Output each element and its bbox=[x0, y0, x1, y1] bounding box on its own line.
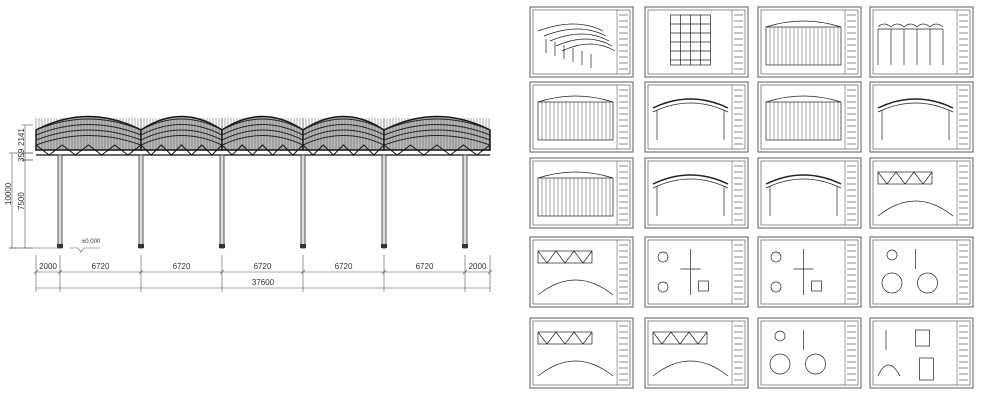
drawing-sheet-1-isometric[interactable] bbox=[529, 6, 634, 78]
roof-arch-2 bbox=[140, 115, 223, 156]
drawing-sheet-14-node-detail[interactable] bbox=[644, 236, 749, 308]
drawing-sheet-5-section[interactable] bbox=[529, 81, 634, 153]
dim-total-height: 10000 bbox=[4, 182, 13, 205]
column-6 bbox=[462, 154, 468, 249]
drawing-sheet-17-truss-detail[interactable] bbox=[529, 317, 634, 389]
drawing-sheet-thumbnails bbox=[529, 6, 974, 389]
bay-dim-7: 2000 bbox=[469, 262, 487, 271]
dim-roof-b: 2141 bbox=[17, 128, 26, 146]
column-2 bbox=[138, 154, 144, 249]
drawing-sheet-7-section[interactable] bbox=[757, 81, 862, 153]
drawing-sheet-12-truss-detail[interactable] bbox=[869, 157, 974, 229]
drawing-sheet-15-node-detail[interactable] bbox=[757, 236, 862, 308]
bay-dim-2: 6720 bbox=[92, 262, 110, 271]
bay-dim-3: 6720 bbox=[173, 262, 191, 271]
drawing-sheet-19-ring-detail[interactable] bbox=[757, 317, 862, 389]
arched-roof-trusses bbox=[35, 115, 491, 156]
column-1 bbox=[57, 154, 63, 249]
roof-arch-5 bbox=[383, 115, 491, 156]
drawing-sheet-2-plan[interactable] bbox=[644, 6, 749, 78]
bay-dim-1: 2000 bbox=[39, 262, 57, 271]
drawing-sheet-16-ring-detail[interactable] bbox=[869, 236, 974, 308]
drawing-sheet-20-plate-detail[interactable] bbox=[869, 317, 974, 389]
dim-column-height: 7500 bbox=[17, 192, 26, 210]
drawing-sheet-9-section[interactable] bbox=[529, 157, 634, 229]
dimension-lines bbox=[9, 124, 493, 292]
drawing-sheet-18-truss-detail[interactable] bbox=[644, 317, 749, 389]
drawing-sheet-3-elevation[interactable] bbox=[757, 6, 862, 78]
canopy-elevation-drawing: 10000 7500 359 2141 ±0.000 2000 6720 6720 6… bbox=[4, 115, 493, 292]
dim-overall-length: 37600 bbox=[252, 278, 275, 287]
drawing-sheet-4-elevation-multi[interactable] bbox=[869, 6, 974, 78]
roof-arch-3 bbox=[221, 115, 304, 156]
column-4 bbox=[300, 154, 306, 249]
roof-arch-4 bbox=[302, 115, 385, 156]
columns bbox=[57, 154, 468, 249]
drawing-sheet-10-arch-frame[interactable] bbox=[644, 157, 749, 229]
level-mark: ±0.000 bbox=[82, 239, 101, 245]
drawing-sheet-6-arch-frame[interactable] bbox=[644, 81, 749, 153]
drawing-sheet-8-arch-frame[interactable] bbox=[869, 81, 974, 153]
bay-dim-5: 6720 bbox=[335, 262, 353, 271]
drawing-sheet-11-arch-truss[interactable] bbox=[757, 157, 862, 229]
column-5 bbox=[381, 154, 387, 249]
dim-roof-a: 359 bbox=[17, 148, 26, 162]
drawing-sheet-13-truss-detail[interactable] bbox=[529, 236, 634, 308]
column-3 bbox=[219, 154, 225, 249]
bay-dim-4: 6720 bbox=[254, 262, 272, 271]
bay-dim-6: 6720 bbox=[416, 262, 434, 271]
roof-arch-1 bbox=[35, 115, 142, 156]
